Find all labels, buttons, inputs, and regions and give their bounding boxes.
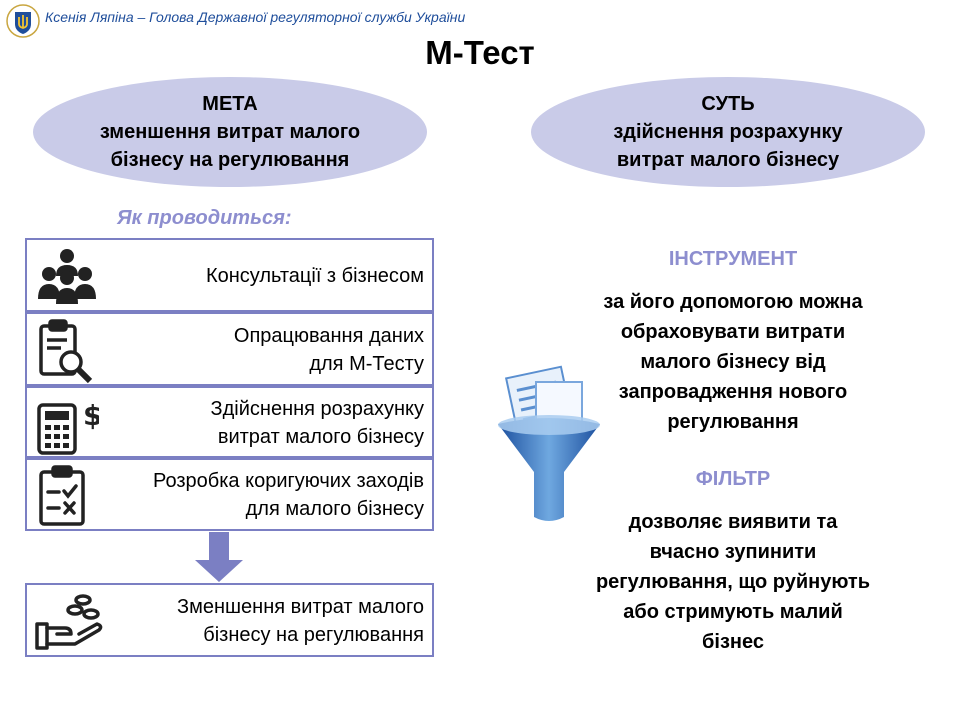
tool-line-5: регулювання [667, 411, 799, 433]
filter-line-1: дозволяє виявити та [628, 511, 838, 533]
step-2-line-2: для М-Тесту [309, 353, 424, 375]
step-2-line-1: Опрацювання даних [233, 325, 424, 347]
people-group-icon [35, 244, 99, 313]
tool-heading: ІНСТРУМЕНТ [668, 248, 798, 270]
step-consultations: Консультації з бізнесом [25, 238, 434, 312]
clipboard-magnifier-icon [35, 318, 99, 391]
step-calculation: $ Здійснення розрахунку витрат малого бі… [25, 386, 434, 458]
goal-heading: МЕТА [202, 93, 258, 115]
calculator-dollar-icon: $ [35, 391, 102, 462]
result-box: Зменшення витрат малого бізнесу на регул… [25, 583, 434, 657]
filter-line-3: регулювання, що руйнують [595, 571, 871, 593]
goal-line-1: зменшення витрат малого [99, 121, 361, 143]
result-line-1: Зменшення витрат малого [177, 596, 424, 618]
tool-line-4: запровадження нового [618, 381, 848, 403]
header-caption: Ксенія Ляпіна – Голова Державної регулят… [45, 9, 466, 25]
essence-line-1: здійснення розрахунку [613, 121, 843, 143]
filter-heading: ФІЛЬТР [695, 468, 771, 490]
step-4-line-1: Розробка коригуючих заходів [153, 470, 424, 492]
hand-coins-icon [35, 590, 107, 657]
step-4-line-2: для малого бізнесу [245, 498, 424, 520]
essence-heading: СУТЬ [701, 93, 755, 115]
essence-ellipse: СУТЬ здійснення розрахунку витрат малого… [531, 77, 925, 187]
tool-line-1: за його допомогою можна [603, 291, 863, 313]
down-arrow-icon [194, 532, 244, 582]
tool-description: за його допомогою можна обраховувати вит… [520, 287, 946, 437]
goal-ellipse: МЕТА зменшення витрат малого бізнесу на … [33, 77, 427, 187]
step-corrective-measures: Розробка коригуючих заходів для малого б… [25, 458, 434, 531]
goal-line-2: бізнесу на регулювання [110, 149, 350, 171]
filter-line-4: або стримують малий [623, 601, 843, 623]
filter-line-2: вчасно зупинити [649, 541, 817, 563]
how-label: Як проводиться: [117, 207, 292, 229]
result-line-2: бізнесу на регулювання [203, 624, 424, 646]
step-1-line-1: Консультації з бізнесом [205, 265, 424, 287]
filter-line-5: бізнес [702, 631, 764, 653]
ukraine-trident-shield-icon [6, 4, 40, 38]
essence-line-2: витрат малого бізнесу [616, 149, 840, 171]
page-title: М-Тест [425, 34, 535, 71]
tool-line-2: обраховувати витрати [620, 321, 846, 343]
svg-text:$: $ [83, 399, 99, 432]
tool-line-3: малого бізнесу від [640, 351, 826, 373]
step-data-processing: Опрацювання даних для М-Тесту [25, 312, 434, 386]
step-3-line-2: витрат малого бізнесу [217, 426, 424, 448]
document-funnel-icon [494, 362, 604, 527]
filter-description: дозволяє виявити та вчасно зупинити регу… [520, 507, 946, 657]
checklist-icon [35, 464, 95, 533]
step-3-line-1: Здійснення розрахунку [210, 398, 424, 420]
